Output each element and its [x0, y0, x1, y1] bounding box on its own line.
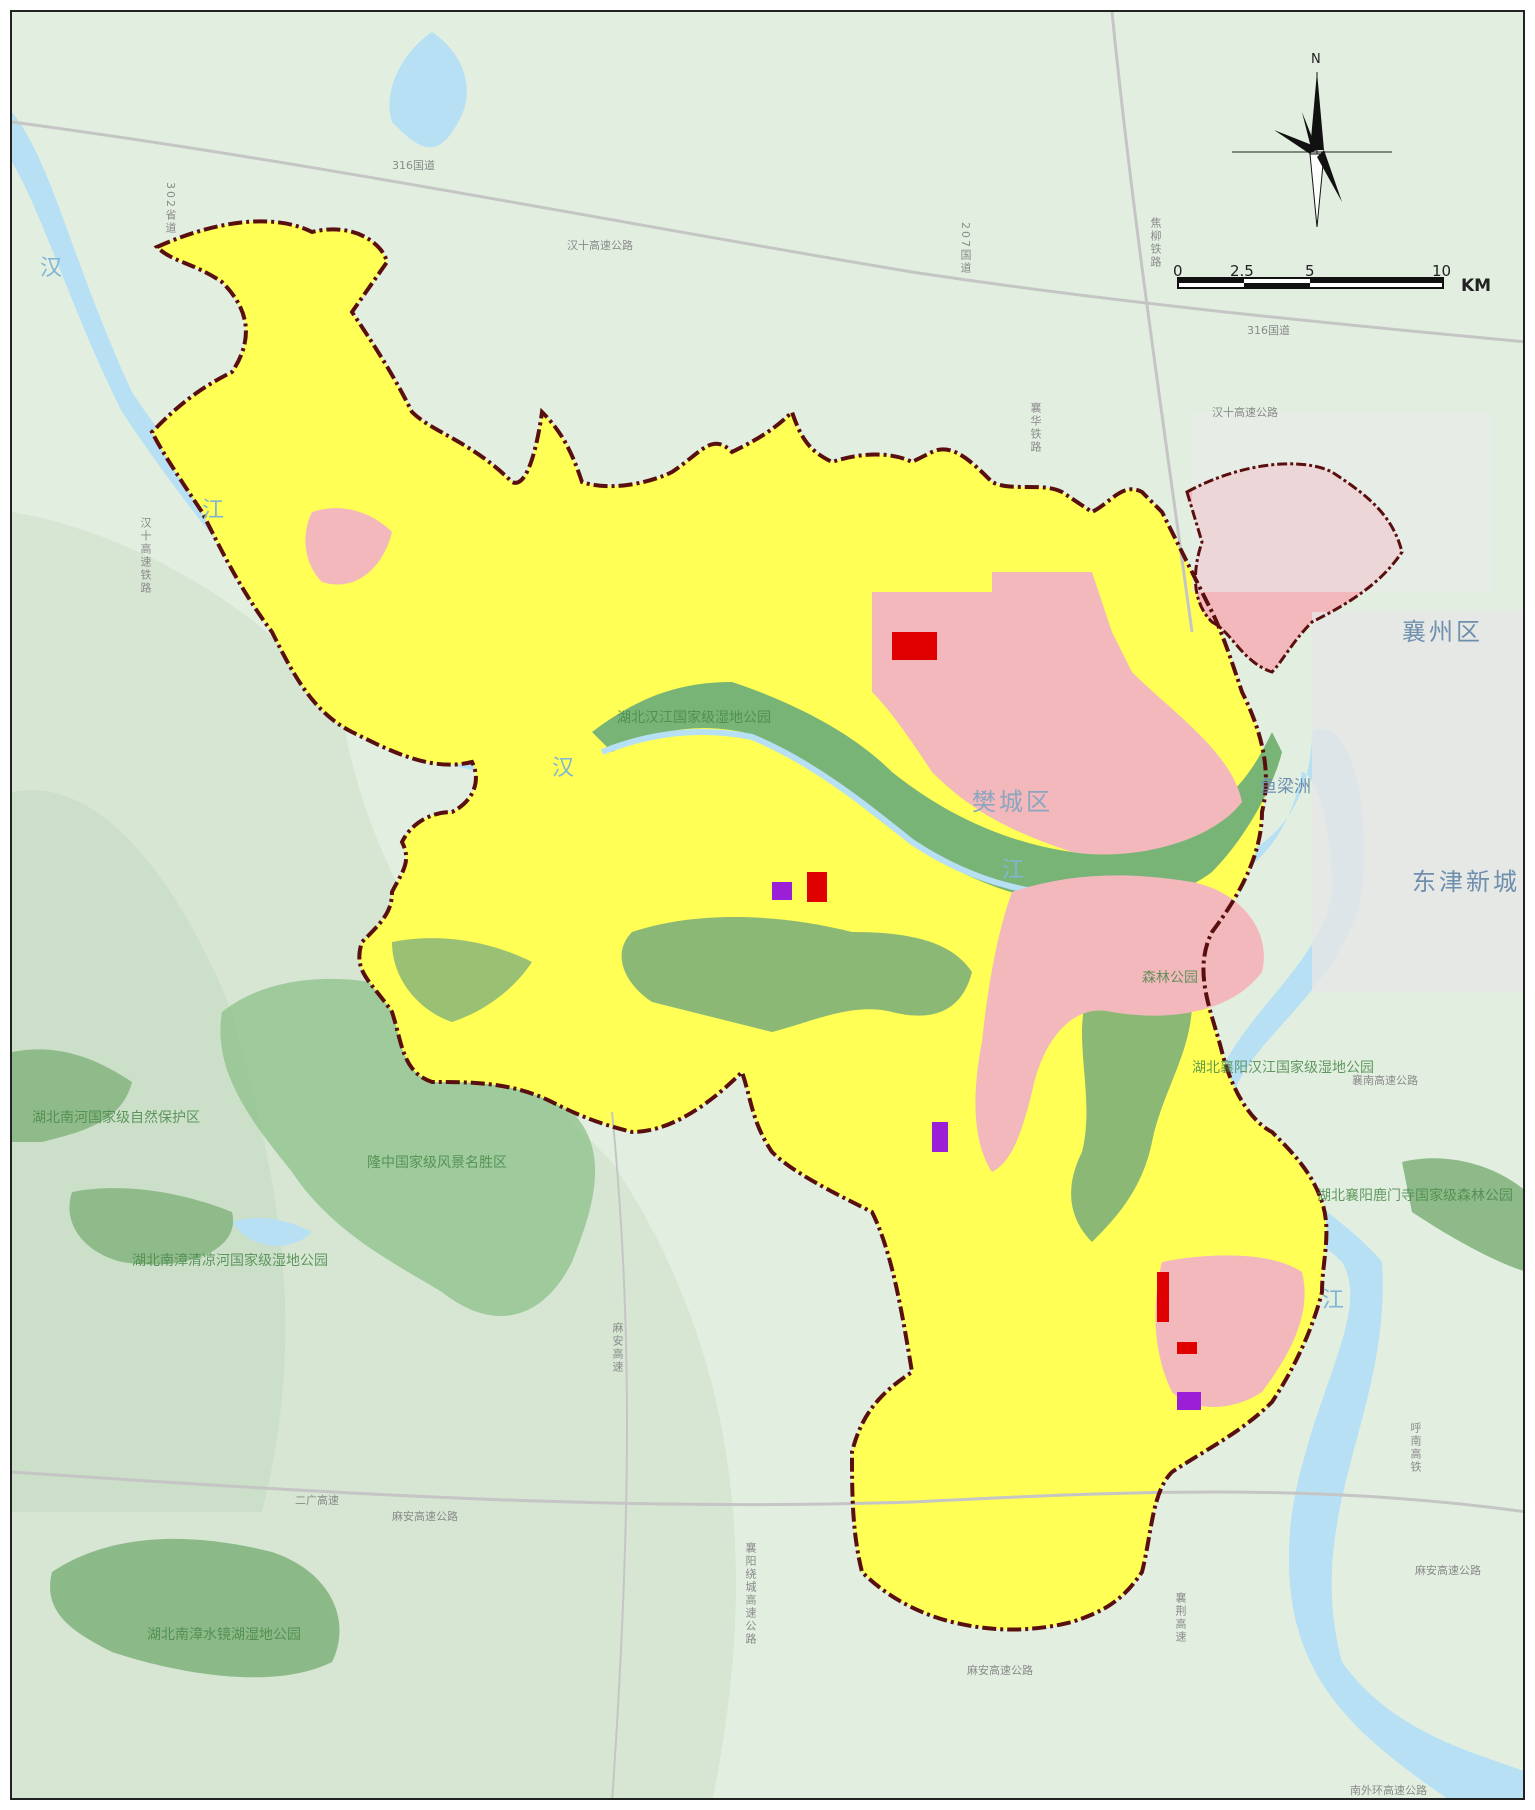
- mountain-shading-2: [12, 790, 286, 1512]
- road: [12, 1470, 1523, 1513]
- study-boundary: [149, 219, 1329, 1632]
- road-label: 焦柳铁路: [1149, 217, 1162, 269]
- scale-tick-0: 0: [1173, 262, 1183, 280]
- park-label: 湖北汉江国家级湿地公园: [617, 710, 771, 726]
- han-river-east: [772, 702, 1523, 1798]
- island-yuliangzhou: 鱼梁洲: [1260, 777, 1311, 797]
- road-label: 汉十高速公路: [567, 239, 633, 252]
- north-city-grid: [1192, 412, 1492, 592]
- scale-tick-2-5: 2.5: [1230, 262, 1254, 280]
- road: [1110, 12, 1194, 633]
- forest-west: [392, 938, 532, 1022]
- scale-tick-5: 5: [1305, 262, 1315, 280]
- district-xiangzhou: 襄州区: [1402, 618, 1483, 646]
- fancheng-urban: [872, 572, 1242, 855]
- road: [12, 120, 1523, 344]
- forest-central: [621, 917, 972, 1032]
- purple-patch: [1177, 1392, 1201, 1410]
- scale-bar-icon: [1177, 277, 1444, 289]
- road-label: 襄荆高速: [1174, 1592, 1187, 1644]
- reservoir-north: [389, 32, 467, 148]
- red-patch: [807, 872, 827, 902]
- road-label: 二广高速: [295, 1494, 339, 1507]
- purple-patch: [772, 882, 792, 900]
- forest-south: [1071, 949, 1192, 1242]
- district-fancheng: 樊城区: [972, 788, 1053, 816]
- park-label: 湖北襄阳汉江国家级湿地公园: [1192, 1060, 1374, 1076]
- road-label: 襄阳绕城高速公路: [744, 1542, 757, 1646]
- map-canvas: [12, 12, 1523, 1798]
- road-label: 207国道: [959, 222, 972, 275]
- road-label: 襄南高速公路: [1352, 1074, 1418, 1087]
- red-patch: [892, 632, 937, 660]
- river-label-han: 汉: [40, 256, 63, 281]
- lake-west: [232, 1217, 312, 1246]
- xiangcheng-urban: [975, 875, 1264, 1172]
- lumensi-park: [1402, 1158, 1523, 1271]
- road-label: 汉十高速公路: [1212, 406, 1278, 419]
- road-label: 302省道: [164, 182, 177, 235]
- north-arrow-icon: [1232, 72, 1392, 228]
- road-label: 316国道: [392, 159, 435, 172]
- shuijing-park: [50, 1538, 340, 1678]
- park-label: 湖北襄阳鹿门寺国家级森林公园: [1317, 1188, 1513, 1204]
- scale-unit: KM: [1461, 276, 1492, 296]
- road-label: 襄华铁路: [1029, 402, 1042, 454]
- park-label: 湖北南河国家级自然保护区: [32, 1110, 200, 1126]
- road-label: 316国道: [1247, 324, 1290, 337]
- east-city-grid: [1312, 612, 1523, 992]
- park-label: 森林公园: [1142, 970, 1198, 986]
- road-label: 南外环高速公路: [1350, 1784, 1427, 1797]
- river-label-jiang: 江: [202, 498, 225, 523]
- xiangzhou-boundary: [1185, 462, 1404, 674]
- road-label: 麻安高速公路: [392, 1510, 458, 1523]
- river-label-jiang: 江: [1322, 1288, 1345, 1313]
- purple-patch: [932, 1122, 948, 1152]
- red-patch: [1157, 1272, 1169, 1322]
- road-label: 麻安高速公路: [967, 1664, 1033, 1677]
- map-frame: N 0 2.5 5 10 KM 汉 汉 江 江 江 襄州区 东津新城 樊城区 鱼…: [10, 10, 1525, 1800]
- han-channel: [600, 729, 1113, 898]
- river-label-han: 汉: [552, 756, 575, 781]
- park-label: 隆中国家级风景名胜区: [367, 1155, 507, 1171]
- road-label: 汉十高速铁路: [139, 517, 152, 595]
- west-town-urban: [305, 508, 392, 585]
- dongjin-urban-south: [1155, 1255, 1305, 1407]
- scale-tick-10: 10: [1432, 262, 1452, 280]
- park-label: 湖北南漳水镜湖湿地公园: [147, 1627, 301, 1643]
- nanhe-reserve: [12, 1049, 132, 1142]
- zhangqing-park: [69, 1188, 234, 1265]
- park-label: 湖北南漳清凉河国家级湿地公园: [132, 1253, 328, 1269]
- district-dongjin: 东津新城: [1412, 868, 1520, 896]
- road-label: 麻安高速公路: [1415, 1564, 1481, 1577]
- red-patch: [1177, 1342, 1197, 1354]
- road: [611, 1111, 628, 1798]
- hanjiang-wetland: [592, 682, 1282, 906]
- road-label: 麻安高速: [611, 1322, 624, 1374]
- north-letter: N: [1311, 52, 1321, 67]
- road-label: 呼南高铁: [1409, 1422, 1422, 1474]
- river-label-jiang: 江: [1002, 858, 1025, 883]
